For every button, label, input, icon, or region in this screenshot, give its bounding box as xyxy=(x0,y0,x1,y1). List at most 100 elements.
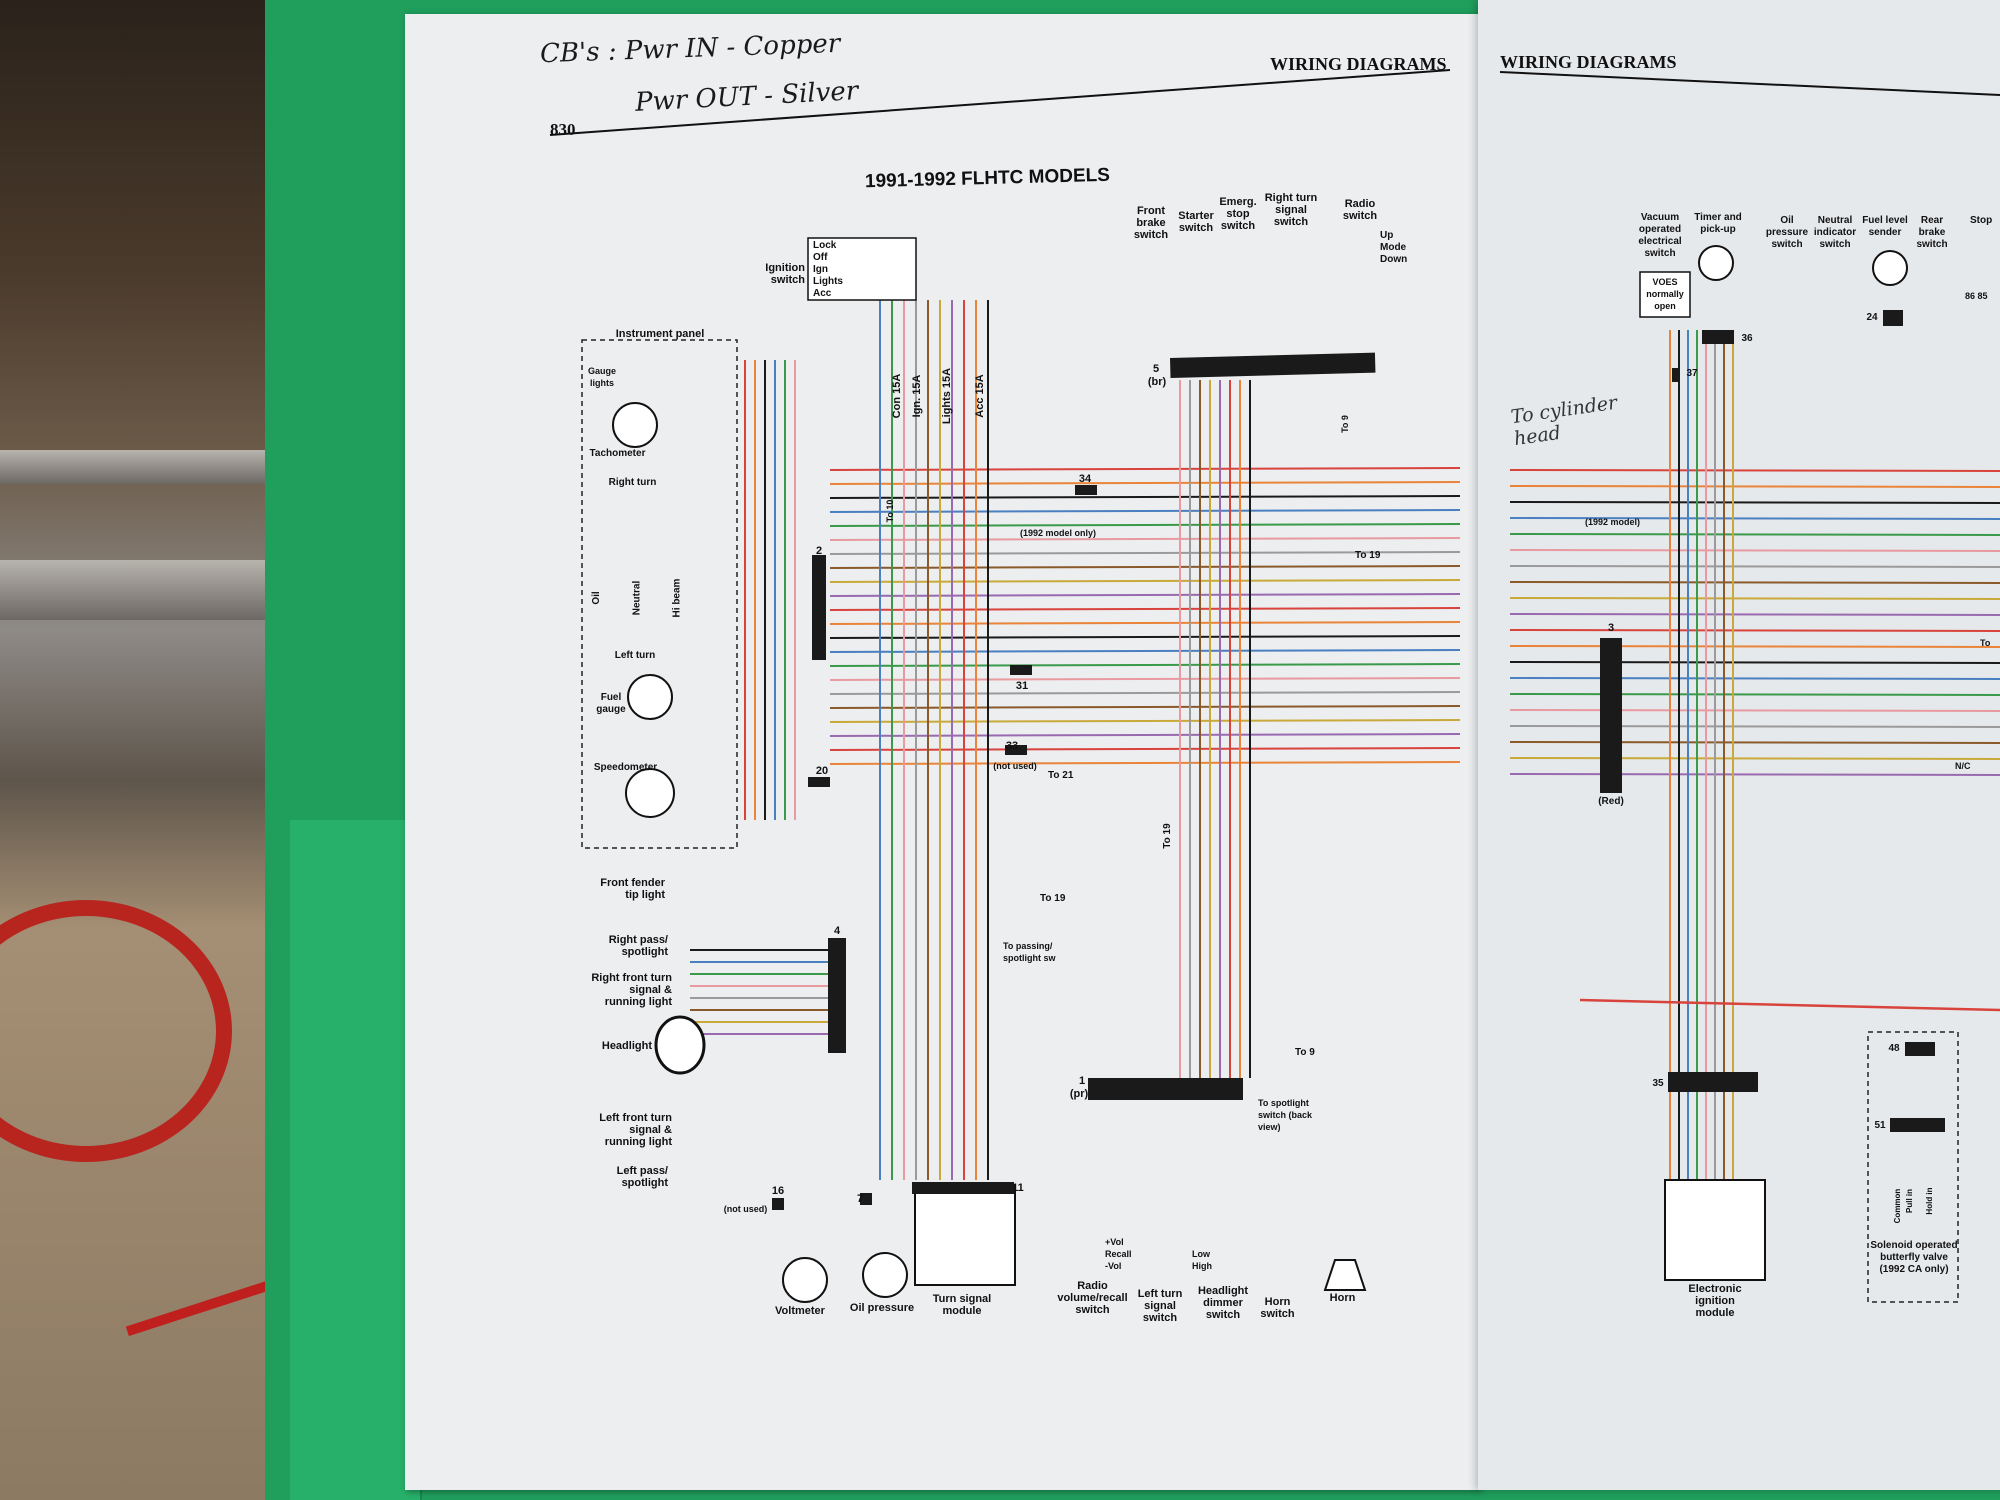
harness-wire xyxy=(829,649,1461,653)
radio-pos-down: Down xyxy=(1380,254,1408,265)
radio-vol-up: +Vol xyxy=(1105,1237,1124,1247)
connector-33 xyxy=(1005,745,1027,755)
neutral-indicator-label: Neutral xyxy=(631,580,643,616)
right-harness-wire xyxy=(1509,517,2000,520)
radio-vol-recall: Recall xyxy=(1105,1249,1132,1259)
right-harness-wire xyxy=(1509,469,2000,472)
ref-to-21: To 21 xyxy=(1048,770,1074,781)
radio-positions: Up Mode Down xyxy=(1380,230,1420,266)
connector-31-label: 31 xyxy=(1015,680,1029,692)
right-to-ref: To xyxy=(1980,638,1991,648)
radio-switch-label: Radio switch xyxy=(1342,198,1378,222)
radio-pos-mode: Mode xyxy=(1380,242,1407,253)
connector-37 xyxy=(1672,368,1680,382)
fuse-acc: Acc 15A xyxy=(974,374,986,418)
nc-label: N/C xyxy=(1955,761,1971,771)
harness-wire xyxy=(829,761,1461,765)
rear-brake-switch-label: Rear brake switch xyxy=(1916,215,1948,250)
ignition-switch-label: Ignition switch xyxy=(765,262,805,286)
right-harness-wire xyxy=(1509,677,2000,680)
connector-2-label: 2 xyxy=(815,545,823,557)
ref-to-9-lower: To 9 xyxy=(1295,1047,1315,1058)
connector-36-label: 36 xyxy=(1741,333,1753,344)
front-brake-switch-label: Front brake switch xyxy=(1133,205,1169,241)
harness-wire xyxy=(829,663,1461,667)
connector-7-label: 7 xyxy=(856,1193,864,1205)
solenoid-pin-common: Common xyxy=(1893,1188,1902,1224)
ref-to-19-right: To 19 xyxy=(1355,550,1381,561)
component-symbols xyxy=(581,237,1959,1303)
connector-48-label: 48 xyxy=(1888,1043,1900,1054)
right-turn-label: Right turn xyxy=(608,477,657,488)
connector-4 xyxy=(828,938,846,1053)
page-header-right: WIRING DIAGRAMS xyxy=(1500,52,1677,72)
starter-switch-label: Starter switch xyxy=(1178,210,1214,234)
right-harness-wire xyxy=(1509,549,2000,552)
connector-33-note: (not used) xyxy=(993,761,1037,771)
connector-34 xyxy=(1075,485,1097,495)
fuel-level-sender-symbol xyxy=(1872,250,1908,286)
harness-wire xyxy=(829,579,1461,583)
connector-11-label: 11 xyxy=(1012,1182,1024,1194)
connector-7 xyxy=(860,1193,872,1205)
turn-signal-module-label: Turn signal module xyxy=(932,1293,992,1317)
connector-20 xyxy=(808,777,830,787)
stop-label: Stop xyxy=(1970,215,1993,226)
right-harness-wire xyxy=(1509,725,2000,728)
ignition-switch-grid xyxy=(807,237,917,301)
headlight-label: Headlight xyxy=(601,1040,652,1052)
right-harness-wire xyxy=(1509,645,2000,648)
electronic-ignition-module-box xyxy=(1664,1179,1766,1281)
horn-switch-label: Horn switch xyxy=(1260,1296,1295,1320)
harness-wire xyxy=(829,537,1461,541)
connector-4-label: 4 xyxy=(833,925,841,937)
right-front-turn-signal-label: Right front turn signal & running light xyxy=(591,972,672,1008)
harness-wire xyxy=(829,607,1461,611)
ref-spotlight-switch: To spotlight switch (back view) xyxy=(1258,1098,1313,1132)
right-harness-wire xyxy=(1509,485,2000,488)
voltmeter-gauge xyxy=(782,1257,828,1303)
voes-switch-label: Vacuum operated electrical switch xyxy=(1638,212,1682,259)
radio-volume-positions: +Vol Recall -Vol xyxy=(1105,1236,1145,1272)
right-harness-wire xyxy=(1509,661,2000,664)
radio-vol-down: -Vol xyxy=(1105,1261,1122,1271)
oil-indicator-label: Oil xyxy=(591,591,602,605)
connector-3-label: 3 xyxy=(1607,622,1615,634)
oil-pressure-switch-label: Oil pressure switch xyxy=(1765,215,1809,250)
right-harness-wire xyxy=(1509,709,2000,712)
left-front-turn-signal-label: Left front turn signal & running light xyxy=(599,1112,672,1148)
workbench-background xyxy=(0,0,415,1500)
wire-bundle xyxy=(690,300,2000,1180)
right-1992-model-note: (1992 model) xyxy=(1585,517,1641,527)
speedometer-gauge xyxy=(625,768,675,818)
ignition-positions: Lock Off Ign Lights Acc xyxy=(813,240,853,300)
connector-51 xyxy=(1890,1118,1945,1132)
left-turn-label: Left turn xyxy=(614,650,656,661)
harness-wire xyxy=(829,495,1461,499)
oil-pressure-label: Oil pressure xyxy=(849,1302,915,1314)
connector-16-note: (not used) xyxy=(723,1204,768,1214)
solenoid-pin-hold-in: Hold in xyxy=(1925,1187,1934,1215)
dimmer-pos-low: Low xyxy=(1192,1249,1210,1259)
instrument-panel-box xyxy=(581,339,738,849)
tachometer-gauge xyxy=(612,402,658,448)
page-header-left: WIRING DIAGRAMS xyxy=(1270,54,1447,74)
harness-wire xyxy=(829,509,1461,513)
long-red-wire xyxy=(1579,998,2000,1012)
left-pass-spotlight-label: Left pass/ spotlight xyxy=(616,1165,668,1189)
connector-3 xyxy=(1600,638,1622,793)
fuel-gauge xyxy=(627,674,673,720)
connector-16 xyxy=(772,1198,784,1210)
solenoid-valve-label: Solenoid operated butterfly valve (1992 … xyxy=(1870,1240,1958,1275)
connector-35-label: 35 xyxy=(1652,1078,1664,1089)
ignition-pos-ign: Ign xyxy=(813,264,828,275)
connector-51-label: 51 xyxy=(1874,1120,1886,1131)
neutral-indicator-switch-label: Neutral indicator switch xyxy=(1813,215,1857,250)
dimmer-pos-high: High xyxy=(1192,1261,1212,1271)
right-harness-wire xyxy=(1509,693,2000,696)
left-turn-signal-switch-label: Left turn signal switch xyxy=(1137,1288,1183,1324)
connector-24-label: 24 xyxy=(1866,312,1878,323)
speedometer-label: Speedometer xyxy=(593,762,658,773)
connector-1-label: 1 xyxy=(1078,1075,1086,1087)
emerg-stop-switch-label: Emerg. stop switch xyxy=(1219,196,1257,232)
